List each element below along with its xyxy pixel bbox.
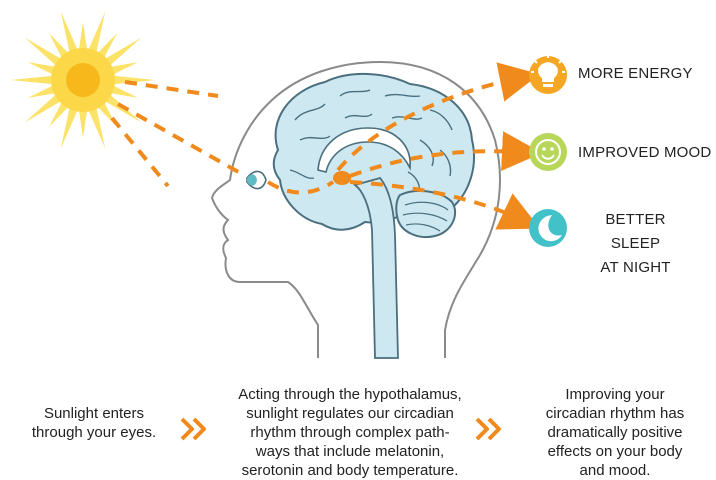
caption-line: and mood. bbox=[520, 461, 710, 480]
benefit-mood-text: IMPROVED MOOD bbox=[578, 141, 711, 165]
chevron-right-icon bbox=[477, 419, 499, 439]
step-caption-2: Acting through the hypothalamus, sunligh… bbox=[226, 385, 474, 480]
caption-line: Sunlight enters bbox=[20, 404, 168, 423]
lightbulb-icon bbox=[529, 55, 567, 94]
benefit-sleep-text-2: AT NIGHT bbox=[583, 256, 688, 280]
chevron-right-icon bbox=[182, 419, 204, 439]
sunlight-ray-to-eye bbox=[118, 104, 242, 174]
caption-line: ways that include melatonin, bbox=[226, 442, 474, 461]
caption-line: sunlight regulates our circadian bbox=[226, 404, 474, 423]
benefit-sleep-text-1: BETTER SLEEP bbox=[583, 208, 688, 256]
step-caption-1: Sunlight enters through your eyes. bbox=[20, 404, 168, 442]
sunlight-ray-top bbox=[125, 82, 218, 96]
sun-ray bbox=[11, 76, 55, 85]
benefit-label-sleep: BETTER SLEEP AT NIGHT bbox=[583, 208, 688, 280]
caption-line: serotonin and body temperature. bbox=[226, 461, 474, 480]
step-caption-3: Improving your circadian rhythm has dram… bbox=[520, 385, 710, 480]
benefit-label-energy: MORE ENERGY bbox=[578, 62, 693, 86]
benefit-energy-text: MORE ENERGY bbox=[578, 62, 693, 86]
smiley-icon bbox=[529, 133, 567, 171]
caption-line: rhythm through complex path- bbox=[226, 423, 474, 442]
caption-line: Improving your bbox=[520, 385, 710, 404]
benefit-label-mood: IMPROVED MOOD bbox=[578, 141, 711, 165]
moon-icon bbox=[529, 209, 567, 247]
caption-line: circadian rhythm has bbox=[520, 404, 710, 423]
sun-ray bbox=[79, 108, 88, 138]
eye-icon bbox=[247, 171, 266, 188]
caption-line: through your eyes. bbox=[20, 423, 168, 442]
sun-ray bbox=[79, 22, 88, 52]
caption-line: dramatically positive bbox=[520, 423, 710, 442]
sun-icon bbox=[11, 12, 155, 149]
caption-line: effects on your body bbox=[520, 442, 710, 461]
caption-line: Acting through the hypothalamus, bbox=[226, 385, 474, 404]
